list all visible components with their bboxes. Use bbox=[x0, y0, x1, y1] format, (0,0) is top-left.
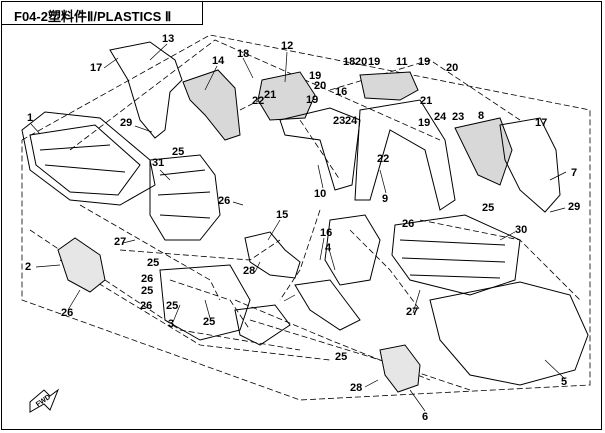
callout-21: 21 bbox=[264, 89, 276, 101]
callout-25: 25 bbox=[166, 300, 178, 312]
callout-2: 2 bbox=[25, 261, 31, 273]
callout-8: 8 bbox=[478, 110, 484, 122]
callout-30: 30 bbox=[515, 224, 527, 236]
callout-3: 3 bbox=[168, 318, 174, 330]
callout-19: 19 bbox=[306, 94, 318, 106]
part-11-dash bbox=[359, 71, 419, 101]
callout-24: 24 bbox=[434, 111, 447, 123]
part-16-bracket bbox=[294, 279, 361, 331]
part-14-panel bbox=[182, 69, 241, 141]
part-13-panel bbox=[109, 41, 183, 139]
callout-4: 4 bbox=[325, 242, 332, 254]
callout-25: 25 bbox=[172, 146, 184, 158]
callout-26: 26 bbox=[218, 195, 230, 207]
part-12-dash bbox=[257, 71, 316, 121]
part-8-panel bbox=[454, 117, 513, 186]
part-3-floor bbox=[159, 264, 251, 341]
callout-5: 5 bbox=[561, 376, 567, 388]
callout-19: 19 bbox=[309, 70, 321, 82]
callout-18: 18 bbox=[237, 48, 249, 60]
callout-29: 29 bbox=[120, 117, 132, 129]
callout-20: 20 bbox=[355, 56, 367, 68]
callout-7: 7 bbox=[571, 167, 577, 179]
callout-12: 12 bbox=[281, 40, 293, 52]
callout-22: 22 bbox=[252, 95, 264, 107]
callout-31: 31 bbox=[152, 157, 164, 169]
part-10-frame bbox=[279, 107, 361, 191]
callout-19: 19 bbox=[368, 56, 380, 68]
fwd-arrow-icon bbox=[29, 388, 60, 413]
callout-9: 9 bbox=[382, 193, 388, 205]
callout-19: 19 bbox=[418, 117, 430, 129]
callout-25: 25 bbox=[147, 257, 159, 269]
callout-20: 20 bbox=[314, 80, 326, 92]
part-28-bracket bbox=[234, 304, 291, 346]
callout-18: 18 bbox=[343, 56, 355, 68]
callout-6: 6 bbox=[422, 411, 428, 423]
callout-26: 26 bbox=[61, 307, 73, 319]
callout-26: 26 bbox=[141, 273, 153, 285]
part-31-fender bbox=[149, 154, 221, 241]
callout-1: 1 bbox=[27, 112, 33, 124]
title-box: F04-2塑料件Ⅱ/PLASTICS Ⅱ bbox=[1, 1, 203, 25]
part-6-bracket bbox=[379, 344, 421, 393]
callout-11: 11 bbox=[396, 56, 408, 68]
callout-25: 25 bbox=[335, 351, 347, 363]
part-1-frame bbox=[21, 111, 156, 206]
callout-19: 19 bbox=[418, 56, 430, 68]
callout-29: 29 bbox=[568, 201, 580, 213]
part-9-frame bbox=[354, 99, 456, 211]
callout-27: 27 bbox=[114, 236, 126, 248]
callout-23: 23 bbox=[333, 115, 345, 127]
callout-25: 25 bbox=[203, 316, 215, 328]
callout-20: 20 bbox=[446, 62, 458, 74]
page-title: F04-2塑料件Ⅱ/PLASTICS Ⅱ bbox=[14, 9, 172, 24]
callout-26: 26 bbox=[402, 218, 414, 230]
callout-15: 15 bbox=[276, 209, 288, 221]
part-5-panel bbox=[429, 281, 589, 386]
callout-16: 16 bbox=[335, 86, 347, 98]
callout-26: 26 bbox=[140, 300, 152, 312]
callout-24: 24 bbox=[345, 115, 358, 127]
callout-28: 28 bbox=[350, 382, 362, 394]
part-15-bracket bbox=[244, 231, 301, 279]
callout-numbers: 13 17 14 18 12 19 20 21 22 19 16 18 20 1… bbox=[25, 33, 580, 423]
part-2-bracket bbox=[57, 237, 106, 293]
callout-16: 16 bbox=[320, 227, 332, 239]
callout-23: 23 bbox=[452, 111, 464, 123]
callout-27: 27 bbox=[406, 306, 418, 318]
callout-14: 14 bbox=[212, 55, 225, 67]
callout-25: 25 bbox=[482, 202, 494, 214]
callout-22: 22 bbox=[377, 153, 389, 165]
leader-lines bbox=[30, 43, 567, 412]
callout-25: 25 bbox=[141, 285, 153, 297]
callout-13: 13 bbox=[162, 33, 174, 45]
callout-21: 21 bbox=[420, 95, 432, 107]
part-4-tunnel bbox=[324, 214, 381, 286]
callout-28: 28 bbox=[243, 265, 255, 277]
part-7-panel bbox=[499, 117, 561, 213]
callout-10: 10 bbox=[314, 188, 326, 200]
callout-17: 17 bbox=[90, 62, 102, 74]
callout-17: 17 bbox=[535, 117, 547, 129]
